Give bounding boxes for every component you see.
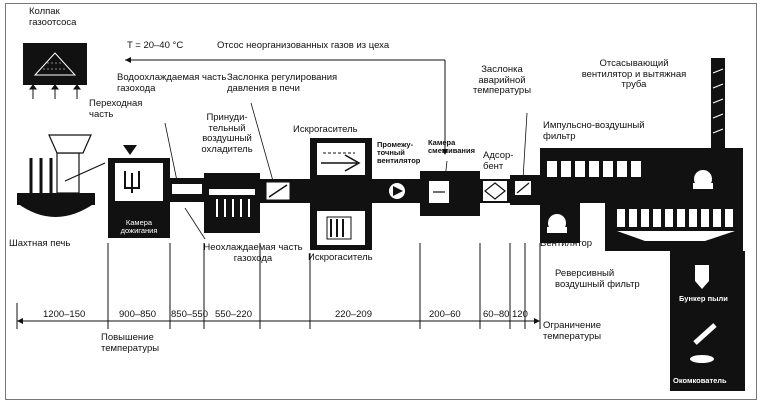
transition-arrow: [123, 145, 137, 155]
temp-range: 200–60: [429, 309, 461, 320]
temp-range: 220–209: [335, 309, 372, 320]
label-spark-arrester-bottom: Искрогаситель: [308, 252, 373, 263]
mixing-chamber: [429, 181, 449, 203]
exhaust-arrows: [29, 84, 81, 99]
temp-range: 900–850: [119, 309, 156, 320]
emergency-damper-icon: [515, 181, 531, 195]
filter-hopper: [617, 231, 735, 241]
label-forced-cooler: Принуди-тельный воздушный охладитель: [201, 112, 253, 155]
suction-line: [125, 57, 448, 155]
label-spark-arrester-top: Искрогаситель: [293, 124, 358, 135]
label-temp-increase: Повышение температуры: [101, 332, 160, 354]
process-diagram: Колпак газоотсоса T = 20–40 °C Отсос нео…: [5, 3, 757, 400]
hood-icon: [23, 43, 87, 85]
label-suction: Отсос неорганизованных газов из цеха: [217, 40, 390, 51]
label-shaft-furnace: Шахтная печь: [9, 238, 71, 249]
dust-bunker: [695, 265, 709, 289]
temp-range: 1200–150: [43, 309, 86, 320]
pelletizer: [690, 323, 717, 363]
adsorbent: [483, 181, 507, 201]
afterburner-chamber: [115, 163, 163, 201]
scale-arrowheads: [17, 318, 540, 324]
label-adsorbent: Адсор-бент: [483, 150, 514, 172]
shaft-furnace: [17, 134, 106, 217]
label-uncooled-duct: Неохлаждаемая часть газохода: [203, 242, 303, 264]
reverse-air-filter: [617, 209, 733, 227]
spark-arrester-top: [317, 143, 365, 175]
temperature-scale: [16, 243, 541, 329]
label-dust-bunker: Бункер пыли: [679, 294, 728, 303]
exhaust-fan-chimney: [693, 58, 725, 189]
spark-arrester-bottom: [317, 211, 365, 245]
label-fan: Вентилятор: [540, 238, 593, 249]
label-hood: Колпак газоотсоса: [29, 6, 77, 28]
label-temp-limit: Ограничение температуры: [543, 320, 602, 342]
label-temperature: T = 20–40 °C: [127, 40, 184, 51]
leader-lines: [164, 102, 528, 240]
intermediate-fan-icon: [389, 183, 405, 199]
pressure-damper-icon: [266, 182, 290, 200]
temp-range: 120: [512, 309, 528, 320]
temp-range: 850–550: [171, 309, 208, 320]
label-pulse-filter: Импульсно-воздушный фильтр: [543, 120, 645, 142]
temp-range: 550–220: [215, 309, 252, 320]
label-pelletizer: Окомкователь: [673, 376, 727, 385]
air-cooler: [216, 199, 250, 217]
pulse-air-filter: [547, 161, 641, 177]
label-pressure-damper: Заслонка регулирования давления в печи: [227, 72, 338, 94]
temp-range: 60–80: [483, 309, 510, 320]
label-transition: Переходная часть: [89, 98, 143, 120]
label-mixing-chamber: Камера смешивания: [428, 138, 475, 155]
water-cooled-duct: [172, 184, 202, 194]
label-emergency-damper: Заслонка аварийной температуры: [472, 64, 532, 96]
cooler-header: [209, 189, 255, 195]
label-reverse-filter: Реверсивный воздушный фильтр: [555, 268, 640, 290]
label-afterburner: Камера дожигания: [120, 218, 158, 235]
label-intermediate-fan: Промежу-точный вентилятор: [377, 140, 421, 165]
fan-icon: [547, 214, 567, 233]
label-water-cooled: Водоохлаждаемая часть газохода: [117, 72, 227, 94]
label-exhaust-fan: Отсасывающий вентилятор и вытяжная труба: [581, 58, 687, 90]
